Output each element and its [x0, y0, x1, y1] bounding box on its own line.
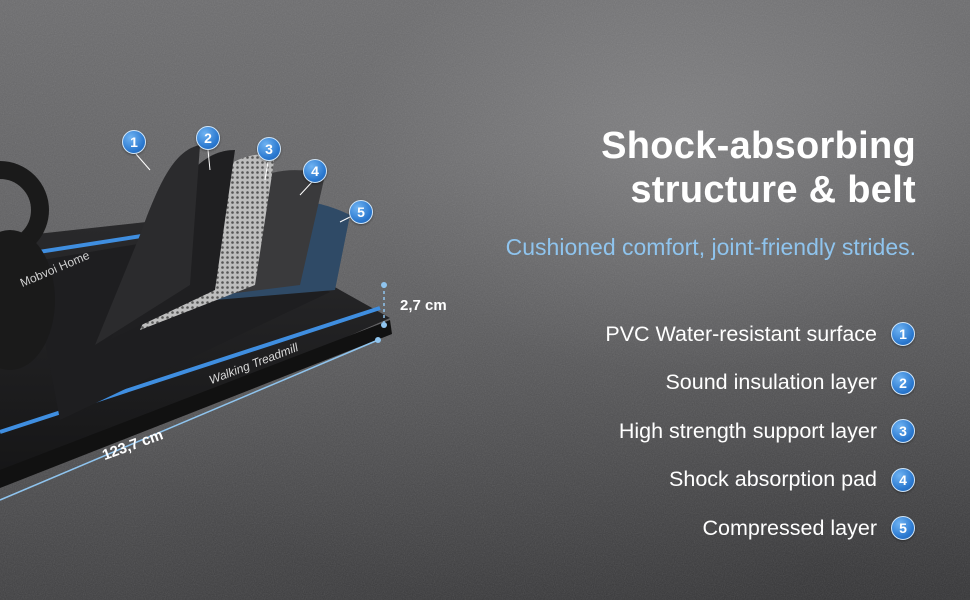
feature-label: Compressed layer: [702, 515, 877, 540]
feature-number-badge: 1: [891, 322, 915, 347]
feature-item: PVC Water-resistant surface 1: [495, 310, 915, 359]
feature-label: Sound insulation layer: [665, 370, 877, 395]
headline: Shock-absorbing structure & belt: [496, 124, 916, 212]
callout-badge-1: 1: [122, 130, 146, 154]
feature-number-badge: 4: [891, 467, 915, 492]
feature-item: Sound insulation layer 2: [495, 359, 915, 408]
feature-label: High strength support layer: [618, 418, 877, 443]
feature-number-badge: 5: [891, 516, 915, 541]
headline-line-1: Shock-absorbing: [601, 125, 916, 167]
callout-badge-3: 3: [257, 137, 281, 161]
feature-item: Compressed layer 5: [495, 504, 915, 553]
feature-item: Shock absorption pad 4: [495, 456, 915, 505]
subheadline: Cushioned comfort, joint-friendly stride…: [505, 234, 916, 260]
feature-label: Shock absorption pad: [669, 467, 877, 492]
feature-number-badge: 3: [891, 419, 915, 444]
feature-number-badge: 2: [891, 370, 915, 395]
callout-badge-2: 2: [196, 126, 220, 150]
thickness-label: 2,7 cm: [400, 297, 447, 314]
feature-label: PVC Water-resistant surface: [605, 321, 877, 346]
feature-list: PVC Water-resistant surface 1 Sound insu…: [495, 310, 915, 553]
callout-badge-4: 4: [303, 159, 327, 183]
callout-badge-5: 5: [349, 200, 373, 224]
feature-item: High strength support layer 3: [495, 407, 915, 456]
headline-line-2: structure & belt: [630, 169, 916, 211]
